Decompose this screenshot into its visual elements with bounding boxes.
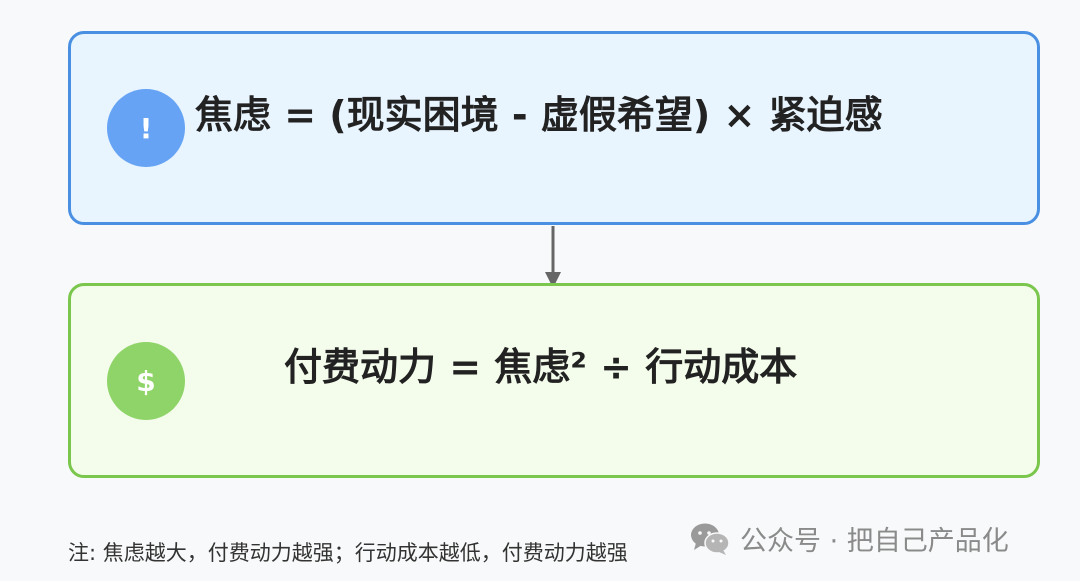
exclamation-glyph: ! — [139, 111, 153, 145]
wechat-icon — [691, 523, 730, 555]
watermark-text: 公众号 · 把自己产品化 — [740, 526, 1009, 557]
anxiety-formula-text: 焦虑 = (现实困境 - 虚假希望) × 紧迫感 — [195, 93, 883, 137]
dollar-icon: $ — [107, 342, 185, 420]
payment-motivation-formula-text: 付费动力 = 焦虑² ÷ 行动成本 — [284, 345, 798, 389]
footnote: 注: 焦虑越大，付费动力越强；行动成本越低，付费动力越强 — [68, 541, 628, 565]
exclamation-icon: ! — [107, 89, 185, 167]
watermark: 公众号 · 把自己产品化 — [690, 519, 1009, 558]
anxiety-formula-node — [68, 31, 1040, 225]
arrow-head — [545, 272, 561, 288]
dollar-glyph: $ — [136, 364, 156, 398]
payment-motivation-node — [68, 283, 1040, 478]
